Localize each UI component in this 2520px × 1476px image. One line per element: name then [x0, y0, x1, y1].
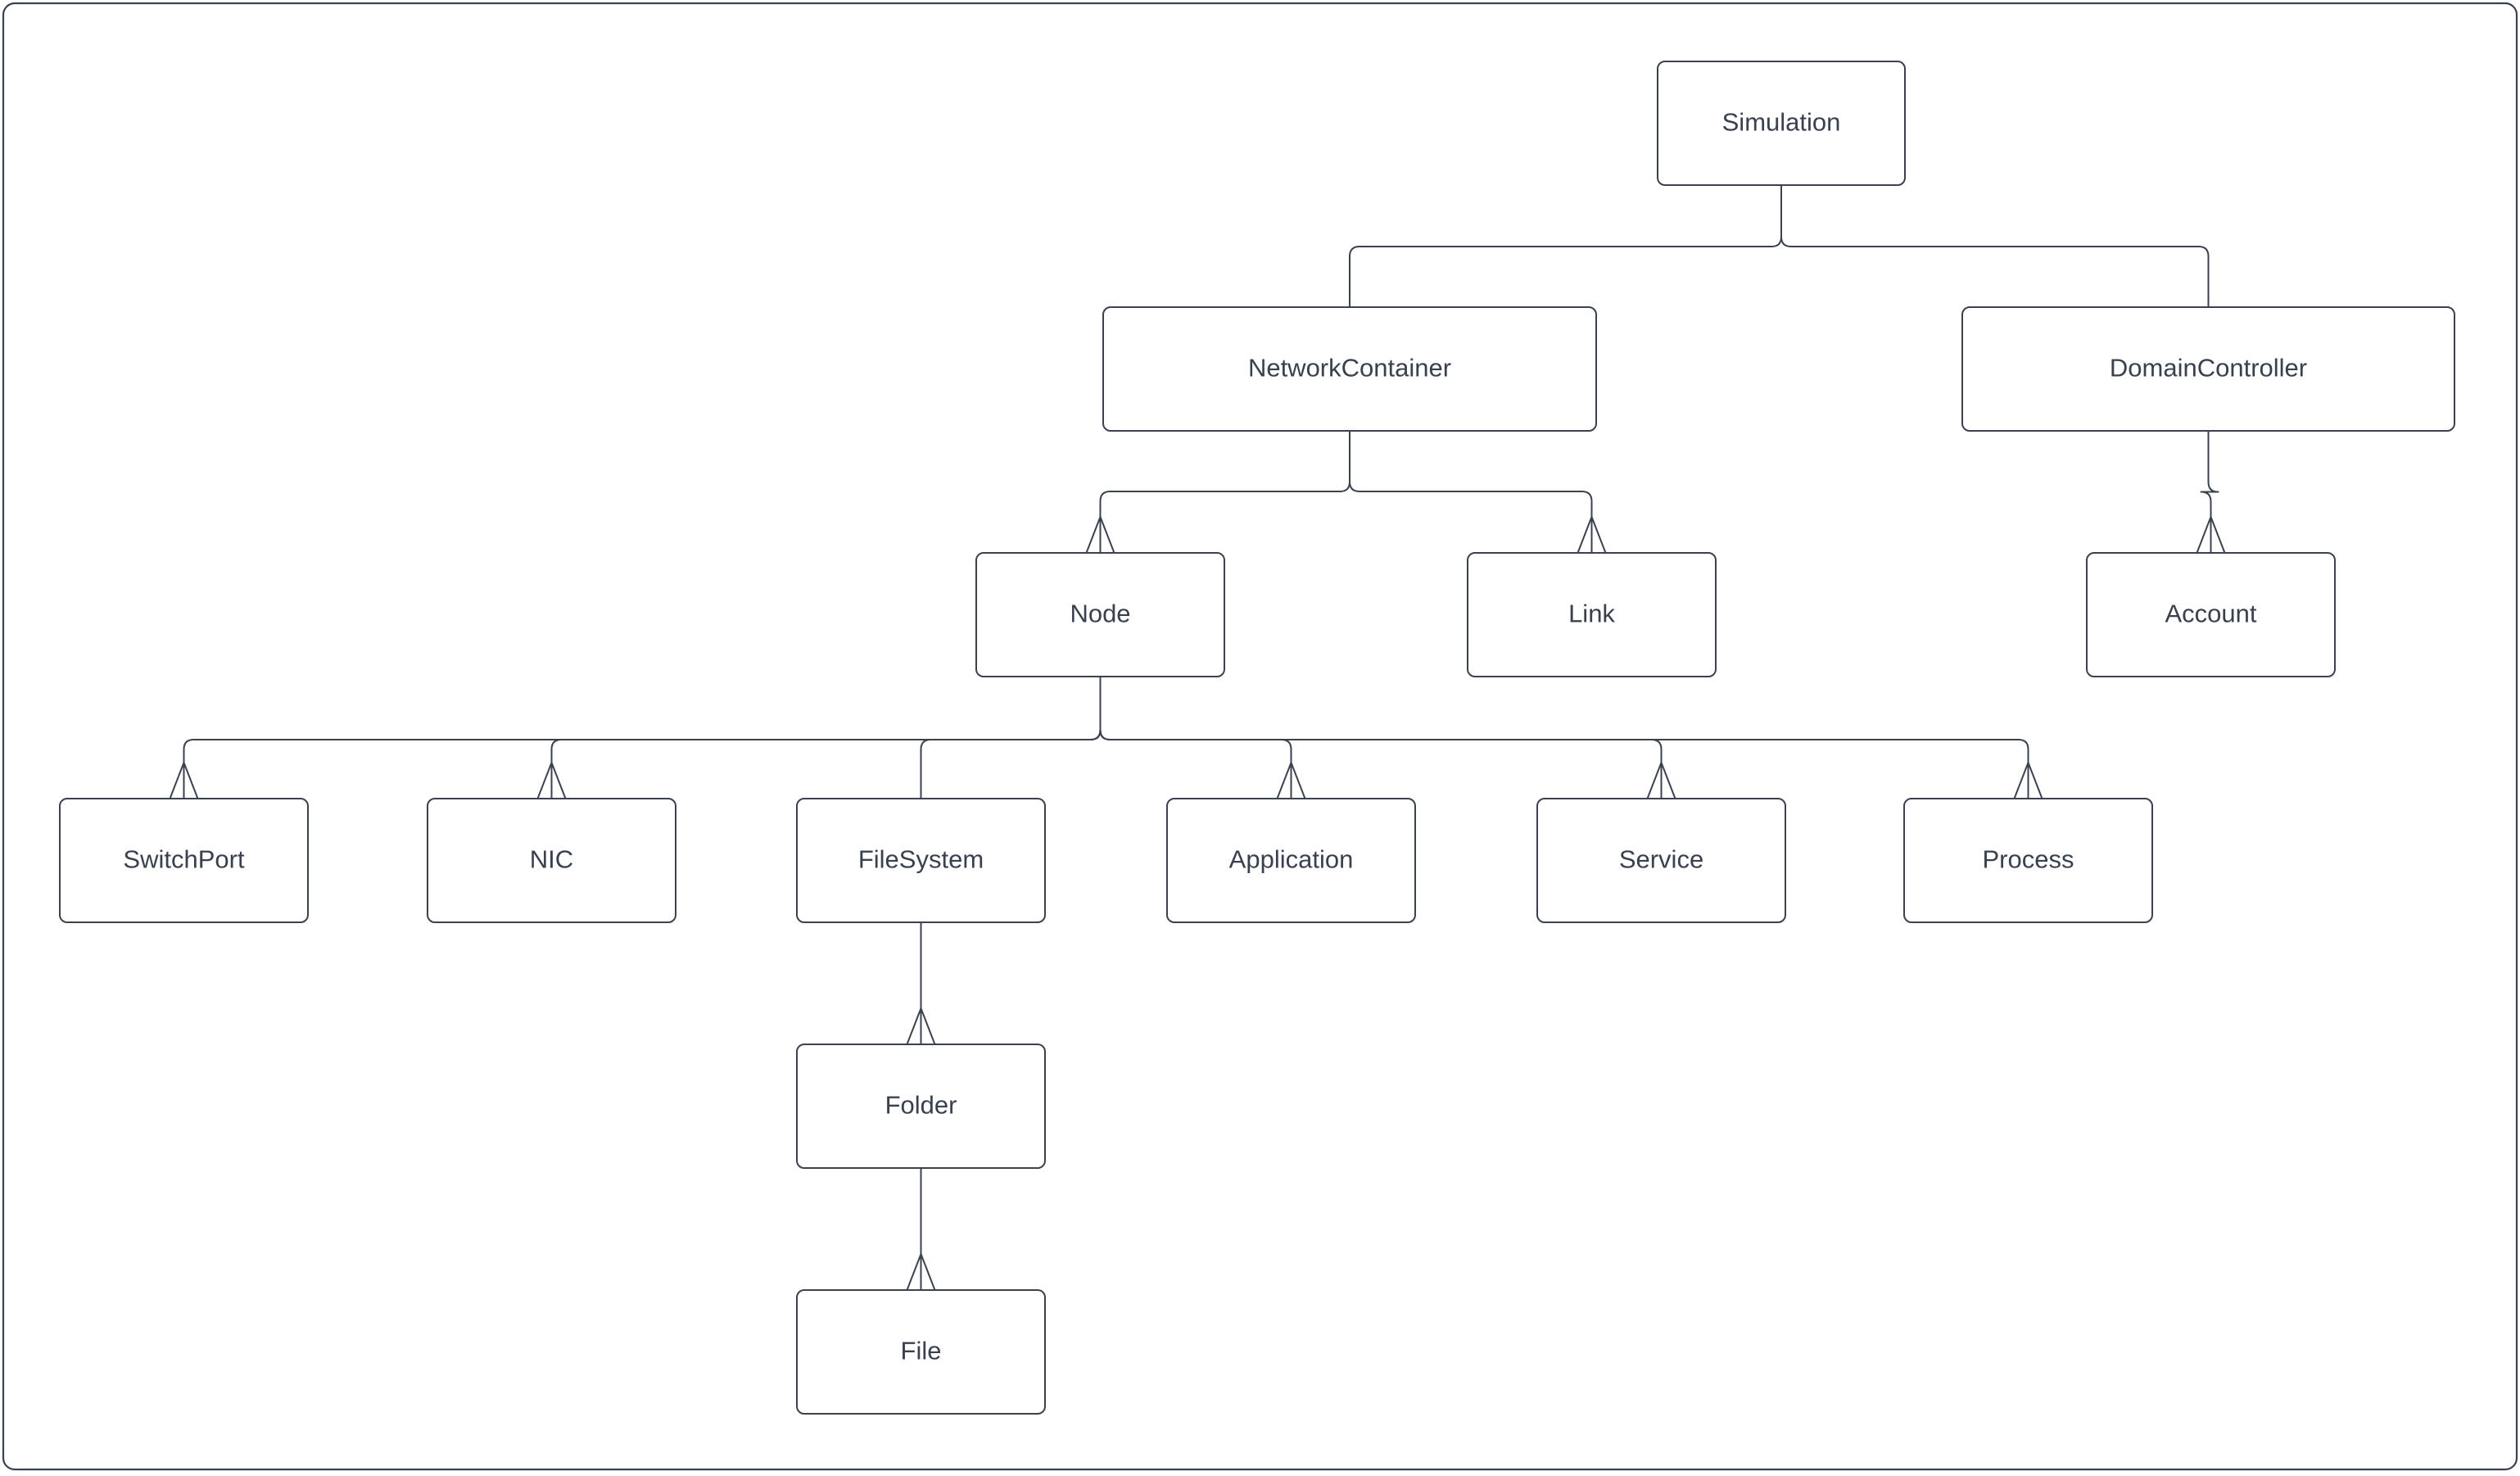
- class-node-file[interactable]: File: [797, 1290, 1045, 1414]
- class-label-folder: Folder: [885, 1091, 957, 1120]
- class-label-node: Node: [1070, 600, 1130, 628]
- class-node-switchport[interactable]: SwitchPort: [60, 799, 308, 922]
- class-label-networkcontainer: NetworkContainer: [1248, 354, 1451, 383]
- class-label-application: Application: [1229, 845, 1354, 874]
- class-node-process[interactable]: Process: [1904, 799, 2152, 922]
- class-label-file: File: [901, 1337, 942, 1365]
- class-node-folder[interactable]: Folder: [797, 1044, 1045, 1168]
- class-label-nic: NIC: [530, 845, 573, 874]
- class-node-networkcontainer[interactable]: NetworkContainer: [1103, 307, 1596, 431]
- class-node-filesystem[interactable]: FileSystem: [797, 799, 1045, 922]
- class-node-application[interactable]: Application: [1167, 799, 1415, 922]
- class-label-link: Link: [1568, 600, 1615, 628]
- class-label-simulation: Simulation: [1722, 108, 1841, 137]
- class-label-domaincontroller: DomainController: [2110, 354, 2307, 383]
- canvas-border: [3, 3, 2517, 1469]
- class-node-domaincontroller[interactable]: DomainController: [1962, 307, 2454, 431]
- class-label-service: Service: [1619, 845, 1703, 874]
- class-label-switchport: SwitchPort: [123, 845, 245, 874]
- class-node-link[interactable]: Link: [1468, 553, 1716, 677]
- class-node-nic[interactable]: NIC: [428, 799, 676, 922]
- class-node-service[interactable]: Service: [1537, 799, 1785, 922]
- class-label-filesystem: FileSystem: [858, 845, 984, 874]
- class-node-node[interactable]: Node: [976, 553, 1224, 677]
- class-label-process: Process: [1983, 845, 2074, 874]
- class-label-account: Account: [2165, 600, 2256, 628]
- class-node-account[interactable]: Account: [2087, 553, 2335, 677]
- class-node-simulation[interactable]: Simulation: [1658, 61, 1905, 185]
